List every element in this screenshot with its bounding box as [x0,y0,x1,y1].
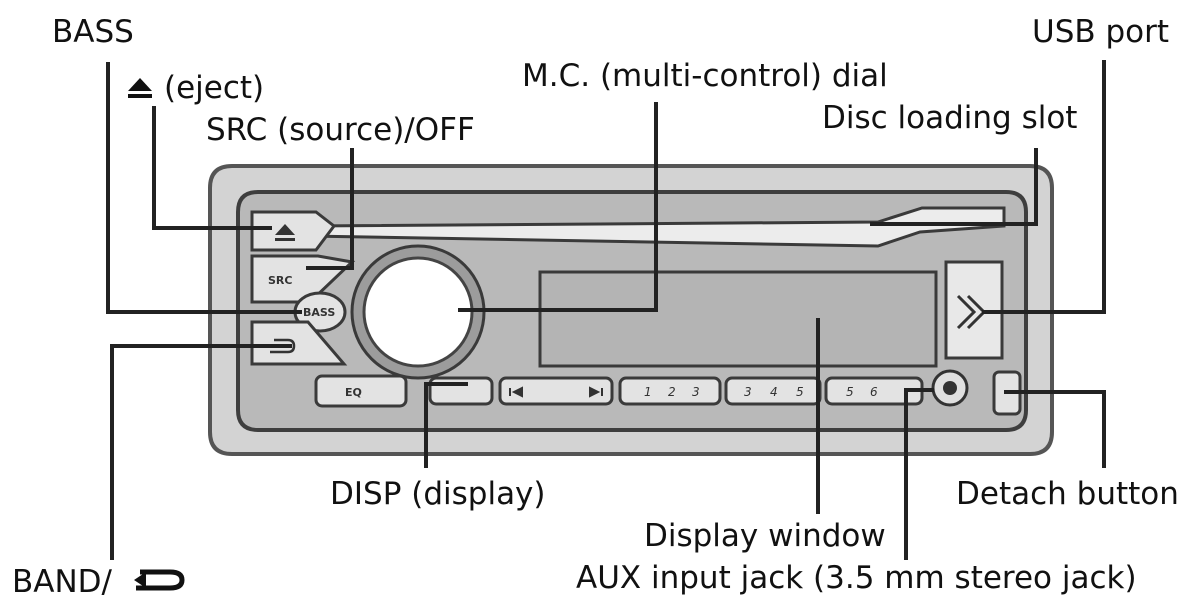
band-return-icon [270,338,296,354]
leader-disc-slot [870,148,1038,226]
next-track-icon [589,386,603,398]
eq-button[interactable] [314,374,408,408]
preset-3b-text: 3 [744,385,752,399]
bass-button-text: BASS [303,306,335,319]
label-aux-jack: AUX input jack (3.5 mm stereo jack) [576,560,1137,596]
eq-button-text: EQ [345,386,362,399]
label-mc-dial: M.C. (multi-control) dial [522,58,888,94]
src-button-text: SRC [268,274,292,287]
preset-6-text: 6 [870,385,878,399]
leader-src [306,148,354,270]
eject-icon-bar [275,238,295,241]
leader-usb [982,60,1106,314]
display-window [538,270,938,368]
label-detach-button: Detach button [956,476,1179,512]
disp-button[interactable] [428,376,494,406]
preset-buttons-1-3[interactable] [618,376,722,406]
preset-5b-text: 5 [846,385,854,399]
eject-button[interactable] [250,210,337,252]
label-bass: BASS [52,14,134,50]
leader-detach [1004,390,1106,468]
band-return-arrowhead [134,572,146,588]
label-display-window: Display window [644,518,886,554]
leader-bass [106,62,302,314]
label-disp: DISP (display) [330,476,546,512]
eject-icon [128,78,152,91]
band-return-icon [136,569,185,591]
leader-lines [106,60,1106,560]
label-src: SRC (source)/OFF [206,112,475,148]
label-disc-slot: Disc loading slot [822,100,1077,136]
label-eject: (eject) [164,70,264,106]
band-button[interactable] [250,320,348,366]
label-band: BAND/ [12,564,113,600]
leader-band [110,344,292,560]
aux-input-jack[interactable] [931,369,969,407]
preset-4-text: 4 [770,385,778,399]
preset-3-text: 3 [692,385,700,399]
preset-2-text: 2 [668,385,676,399]
prev-track-icon [509,386,523,398]
track-button[interactable] [498,376,614,406]
leader-mc-dial [458,102,658,312]
preset-1-text: 1 [644,385,652,399]
label-usb-port: USB port [1032,14,1169,50]
preset-5-text: 5 [796,385,804,399]
leader-aux [904,388,934,560]
leader-eject [152,106,272,230]
mc-dial[interactable] [350,244,486,380]
head-unit: SRC BASS EQ 1 [208,164,1054,456]
eject-icon-bar [128,94,152,98]
eject-icon [275,224,295,235]
leader-disp [424,382,468,468]
callout-labels: BASS (eject) SRC (source)/OFF M.C. (mult… [12,14,1179,600]
